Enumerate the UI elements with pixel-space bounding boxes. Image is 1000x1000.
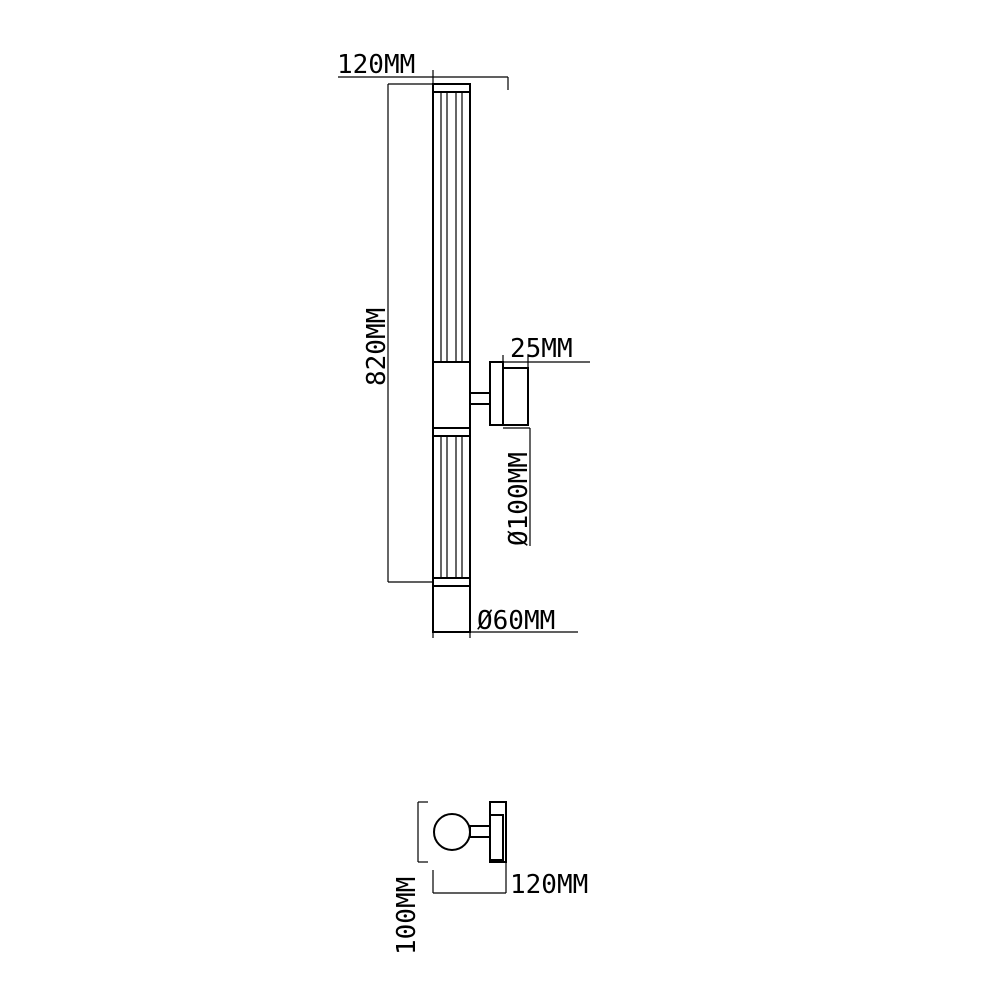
side-height-label: 100MM <box>392 877 422 955</box>
wall-arm <box>469 392 491 405</box>
side-height-dimension: 100MM <box>392 801 428 955</box>
tube-dimension: Ø60MM <box>432 606 578 638</box>
width-dimension: 120MM <box>337 50 509 90</box>
width-label: 120MM <box>337 50 415 80</box>
center-holder <box>432 361 471 429</box>
height-dimension: 820MM <box>362 83 433 583</box>
height-label: 820MM <box>362 308 392 386</box>
side-depth-label: 120MM <box>510 870 588 900</box>
front-view: 120MM 820MM 25MM Ø100MM Ø60MM <box>337 50 590 638</box>
tube-label: Ø60MM <box>477 606 555 636</box>
bracket-label: 25MM <box>510 334 573 364</box>
side-arm <box>469 825 491 838</box>
wall-backplate <box>489 361 529 426</box>
lower-tube <box>432 427 471 633</box>
side-depth-dimension: 120MM <box>432 862 588 900</box>
side-view: 120MM 100MM <box>392 801 588 955</box>
bracket-dimension: 25MM <box>502 334 590 368</box>
side-tube-circle <box>433 813 471 851</box>
upper-tube <box>432 83 471 363</box>
backplate-dimension: Ø100MM <box>503 427 534 546</box>
backplate-label: Ø100MM <box>504 452 534 546</box>
side-backplate <box>489 801 507 863</box>
